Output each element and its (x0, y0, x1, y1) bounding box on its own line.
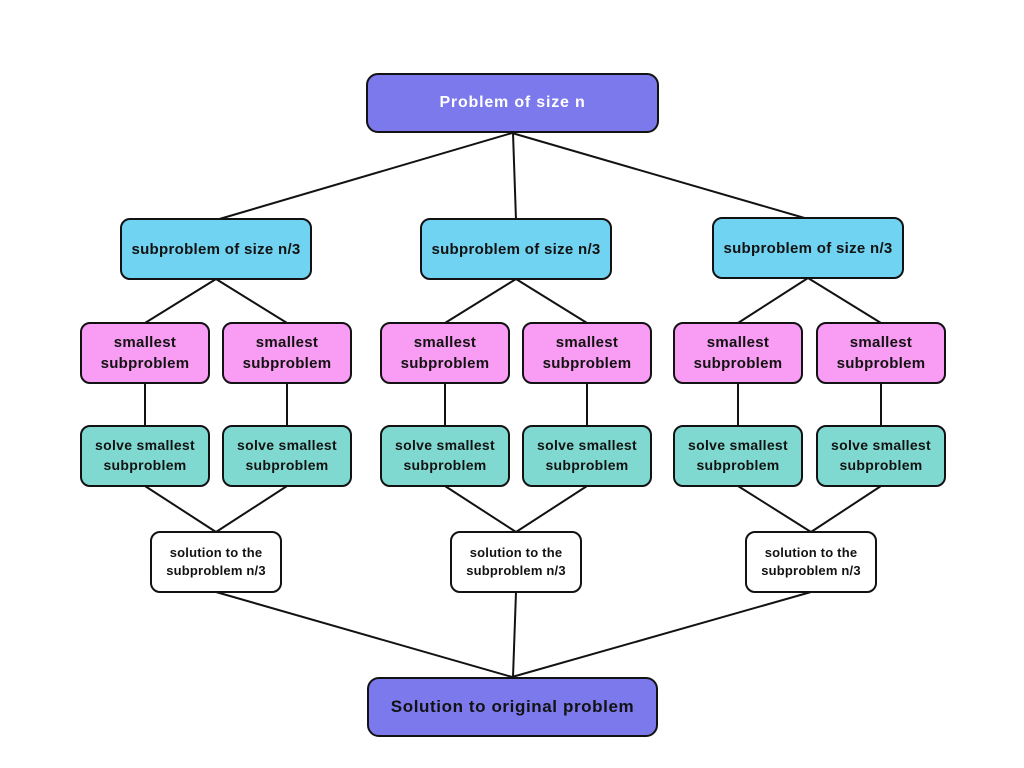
node-solve-smallest-6: solve smallest subproblem (816, 425, 946, 487)
node-solve-smallest-4: solve smallest subproblem (522, 425, 652, 487)
node-smallest-subproblem-6: smallest subproblem (816, 322, 946, 384)
node-final-solution: Solution to original problem (367, 677, 658, 737)
node-subproblem-right: subproblem of size n/3 (712, 217, 904, 279)
node-subproblem-mid: subproblem of size n/3 (420, 218, 612, 280)
node-solution-left: solution to the subproblem n/3 (150, 531, 282, 593)
node-solve-smallest-2: solve smallest subproblem (222, 425, 352, 487)
node-subproblem-left: subproblem of size n/3 (120, 218, 312, 280)
node-smallest-subproblem-2: smallest subproblem (222, 322, 352, 384)
node-problem-root: Problem of size n (366, 73, 659, 133)
node-smallest-subproblem-3: smallest subproblem (380, 322, 510, 384)
node-smallest-subproblem-1: smallest subproblem (80, 322, 210, 384)
node-solve-smallest-1: solve smallest subproblem (80, 425, 210, 487)
node-solution-right: solution to the subproblem n/3 (745, 531, 877, 593)
node-solve-smallest-3: solve smallest subproblem (380, 425, 510, 487)
node-solution-mid: solution to the subproblem n/3 (450, 531, 582, 593)
node-solve-smallest-5: solve smallest subproblem (673, 425, 803, 487)
node-smallest-subproblem-4: smallest subproblem (522, 322, 652, 384)
node-smallest-subproblem-5: smallest subproblem (673, 322, 803, 384)
